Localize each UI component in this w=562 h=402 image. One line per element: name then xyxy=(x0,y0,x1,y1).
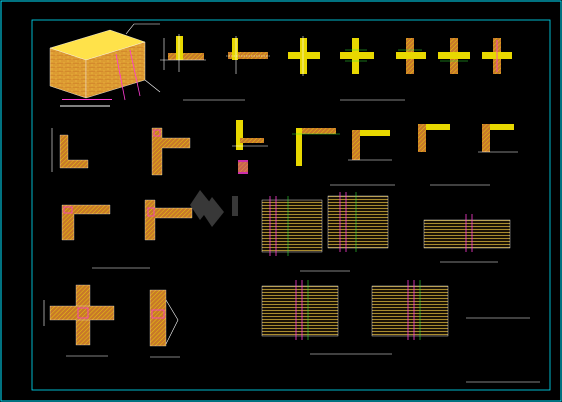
cross-detail-1 xyxy=(288,36,320,76)
slab-edge-detail-1 xyxy=(232,120,268,150)
iso-block-wall-detail xyxy=(49,23,161,107)
wall-elevation-2 xyxy=(327,192,389,252)
wall-elevation-3 xyxy=(423,214,511,252)
slab-edge-detail-4 xyxy=(348,130,392,161)
slab-edge-detail-5 xyxy=(418,124,450,152)
cross-detail-5 xyxy=(482,38,512,74)
watermark-logo xyxy=(190,190,238,227)
slab-joint-detail-2 xyxy=(226,36,270,74)
slab-joint-detail-1 xyxy=(160,34,206,72)
cross-junction-detail xyxy=(43,284,115,346)
t-junction-detail-1 xyxy=(61,204,111,241)
l-corner-detail-2 xyxy=(151,127,191,176)
slab-edge-detail-6 xyxy=(478,124,518,153)
t-junction-detail-2 xyxy=(144,199,193,241)
wall-elevation-5 xyxy=(371,280,449,340)
l-corner-detail-1 xyxy=(51,128,89,172)
cross-detail-2 xyxy=(340,38,374,74)
wall-elevation-1 xyxy=(261,196,323,256)
column-detail xyxy=(149,289,179,347)
slab-edge-detail-2 xyxy=(238,160,248,174)
iso-block-caption-mark xyxy=(62,99,112,100)
inner-frame xyxy=(31,19,551,391)
cross-detail-4 xyxy=(438,38,470,74)
wall-elevation-4 xyxy=(261,280,339,340)
cross-detail-3 xyxy=(396,38,426,74)
slab-edge-detail-3 xyxy=(292,128,340,166)
